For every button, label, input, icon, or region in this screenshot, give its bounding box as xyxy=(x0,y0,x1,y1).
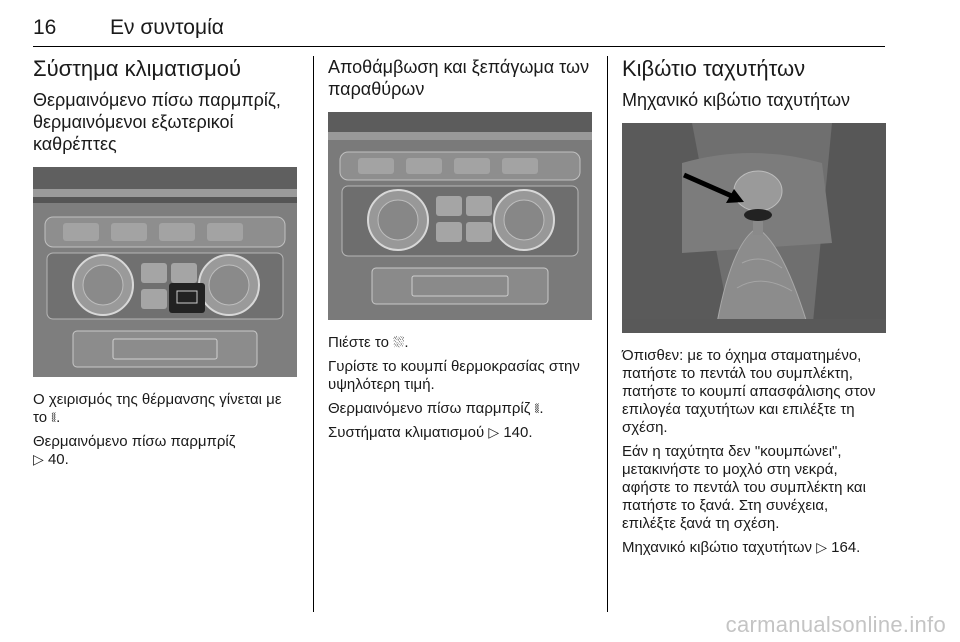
paragraph-reverse-gear: Όπισθεν: με το όχημα σταματημένο, πατήστ… xyxy=(622,347,876,436)
subheading-heated-rear-window: Θερμαινόμενο πίσω παρμπρίζ, θερμαινόμενο… xyxy=(33,90,281,154)
subheading-manual-transmission: Μηχανικό κιβώτιο ταχυτήτων xyxy=(622,90,851,110)
paragraph-text: Ο χειρισμός της θέρμανσης γίνεται με το xyxy=(33,391,282,426)
page-reference: 140. xyxy=(503,424,533,441)
section-title-transmission: Κιβώτιο ταχυτήτων xyxy=(622,56,806,81)
column-transmission: Κιβώτιο ταχυτήτων Μηχανικό κιβώτιο ταχυτ… xyxy=(622,56,886,563)
paragraph-text: Πιέστε το xyxy=(328,334,389,351)
paragraph-manual-transmission-ref: Μηχανικό κιβώτιο ταχυτήτων ▷ 164. xyxy=(622,539,886,557)
page-reference-icon: ▷ xyxy=(488,425,500,441)
paragraph-press-defrost: Πιέστε το ⛆. xyxy=(328,334,409,351)
page-reference-icon: ▷ xyxy=(33,452,44,468)
windscreen-defrost-icon: ⛆ xyxy=(393,335,405,351)
climate-panel-illustration xyxy=(33,167,297,377)
column-defrost: Αποθάμβωση και ξεπάγωμα των παραθύρων Πι… xyxy=(328,56,592,448)
column-heated-rear-window: Σύστημα κλιματισμού Θερμαινόμενο πίσω πα… xyxy=(33,56,297,475)
paragraph-climate-systems-ref: Συστήματα κλιματισμού ▷ 140. xyxy=(328,424,592,442)
page-reference-icon: ▷ xyxy=(816,540,827,556)
column-divider xyxy=(313,56,314,612)
column-divider xyxy=(607,56,608,612)
rear-window-heating-icon: ⧛ xyxy=(534,401,540,417)
paragraph-text: Μηχανικό κιβώτιο ταχυτήτων xyxy=(622,539,813,556)
watermark: carmanualsonline.info xyxy=(725,612,946,637)
page-number: 16 xyxy=(33,16,57,39)
paragraph-text: Συστήματα κλιματισμού xyxy=(328,424,485,441)
section-title-climate: Σύστημα κλιματισμού xyxy=(33,56,242,81)
header-rule xyxy=(33,46,885,47)
paragraph-text: Θερμαινόμενο πίσω παρμπρίζ xyxy=(328,400,531,417)
defrost-panel-illustration xyxy=(328,112,592,320)
paragraph-gear-not-engaging: Εάν η ταχύτητα δεν "κουμπώνει", μετακινή… xyxy=(622,443,866,532)
paragraph-turn-temperature-knob: Γυρίστε το κουμπί θερμοκρασίας στην υψηλ… xyxy=(328,358,580,393)
running-title: Εν συντομία xyxy=(110,16,224,39)
page-reference: 164. xyxy=(831,539,861,556)
subheading-defrost: Αποθάμβωση και ξεπάγωμα των παραθύρων xyxy=(328,57,590,99)
paragraph-heating-operation: Ο χειρισμός της θέρμανσης γίνεται με το … xyxy=(33,391,282,426)
paragraph-text: Θερμαινόμενο πίσω παρμπρίζ xyxy=(33,433,236,450)
gear-lever-illustration xyxy=(622,123,886,333)
paragraph-heated-rear-window-ref: Θερμαινόμενο πίσω παρμπρίζ ▷ 40. xyxy=(33,433,297,469)
page-header: 16 Εν συντομία xyxy=(33,10,885,47)
page-reference: 40. xyxy=(47,451,69,468)
rear-window-heating-icon: ⧛ xyxy=(51,410,57,426)
paragraph-heated-rear-window: Θερμαινόμενο πίσω παρμπρίζ ⧛. xyxy=(328,400,544,417)
